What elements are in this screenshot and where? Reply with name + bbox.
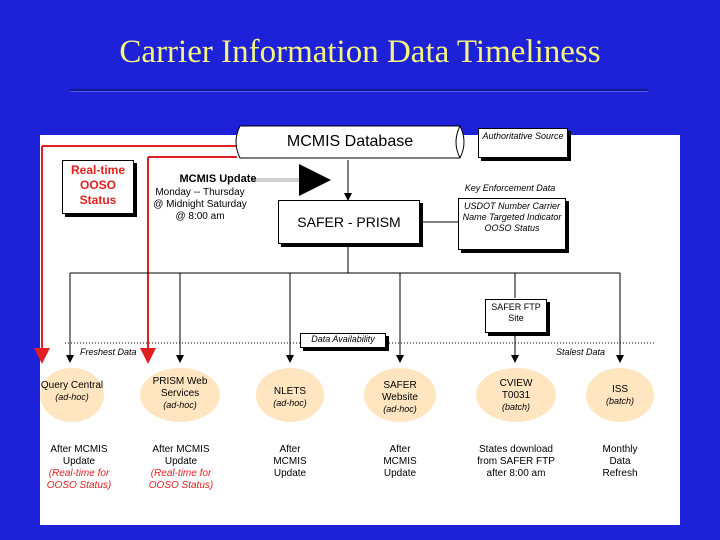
realtime-ooso-box: Real-time OOSO Status: [62, 160, 134, 214]
node-mode: (ad-hoc): [383, 404, 417, 414]
freshest-data-label: Freshest Data: [80, 347, 137, 357]
database-cylinder-shape: [235, 125, 465, 159]
node-nlets: NLETS (ad-hoc): [256, 368, 324, 422]
node-mode: (batch): [501, 402, 530, 412]
node-mode: (ad-hoc): [55, 392, 89, 402]
note-realtime: (Real-time for OOSO Status): [46, 468, 112, 491]
safer-ftp-site-box: SAFER FTP Site: [485, 299, 547, 333]
database-label: MCMIS Database: [286, 133, 414, 150]
node-name: Query Central: [40, 380, 104, 391]
note-realtime: (Real-time for OOSO Status): [148, 468, 214, 491]
node-prism-web-services: PRISM Web Services (ad-hoc): [140, 368, 220, 422]
node-mode: (batch): [605, 396, 634, 406]
node-cview: CVIEW T0031 (batch): [476, 368, 556, 422]
node-query-central: Query Central (ad-hoc): [40, 368, 104, 422]
key-enforcement-title: Key Enforcement Data: [464, 183, 556, 193]
node-name: NLETS: [273, 386, 307, 397]
node-name: PRISM Web Services: [152, 376, 208, 399]
node-name: CVIEW T0031: [499, 378, 533, 401]
note-cview: States download from SAFER FTP after 8:0…: [477, 444, 555, 479]
node-iss: ISS (batch): [586, 368, 654, 422]
mcmis-update-title: MCMIS Update: [179, 173, 257, 185]
node-mode: (ad-hoc): [273, 398, 307, 408]
node-name: ISS: [611, 384, 629, 395]
note-iss: Monthly Data Refresh: [602, 444, 638, 479]
stalest-data-label: Stalest Data: [556, 347, 606, 357]
note-prism-web-services: After MCMIS Update (Real-time for OOSO S…: [138, 444, 224, 492]
title-divider: [70, 89, 648, 92]
note-nlets: After MCMIS Update: [273, 444, 307, 479]
key-enforcement-data-box: USDOT Number Carrier Name Targeted Indic…: [458, 198, 566, 250]
safer-prism-box: SAFER - PRISM: [278, 200, 420, 244]
note-query-central: After MCMIS Update (Real-time for OOSO S…: [36, 444, 122, 492]
node-mode: (ad-hoc): [163, 400, 197, 410]
data-availability-box: Data Availability: [300, 333, 386, 348]
note-text: After MCMIS Update: [50, 444, 108, 467]
page-title: Carrier Information Data Timeliness: [119, 34, 601, 70]
mcmis-database: MCMIS Database: [230, 124, 470, 160]
mcmis-update-schedule: Monday -- Thursday @ Midnight Saturday @…: [153, 187, 247, 222]
note-text: After MCMIS Update: [152, 444, 210, 467]
node-name: SAFER Website: [382, 380, 418, 403]
node-safer-website: SAFER Website (ad-hoc): [364, 368, 436, 422]
authoritative-source-box: Authoritative Source: [478, 128, 568, 158]
note-safer-website: After MCMIS Update: [383, 444, 417, 479]
